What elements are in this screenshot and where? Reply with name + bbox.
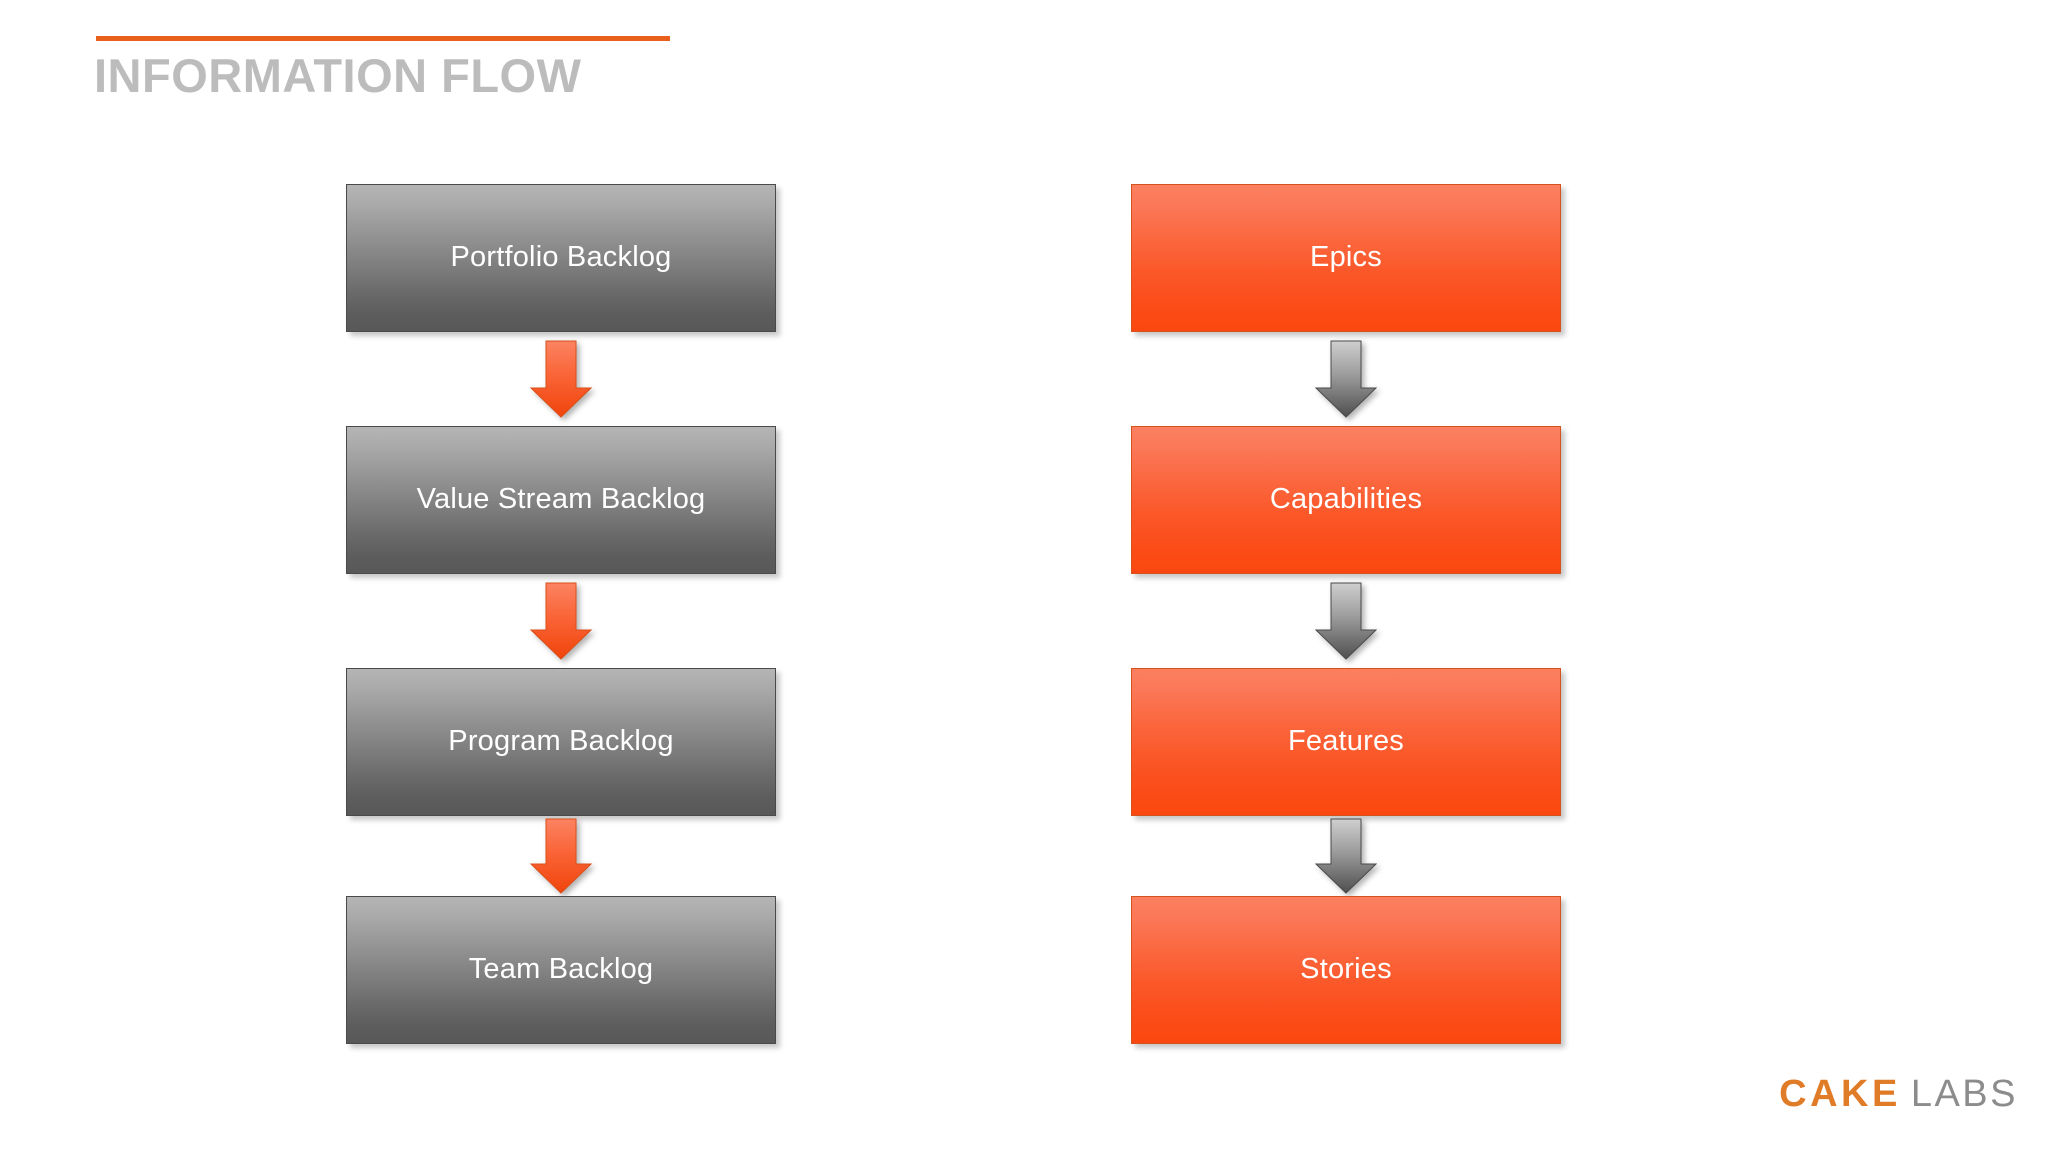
flow-box-label: Stories (1300, 953, 1392, 986)
flow-box-label: Features (1287, 725, 1405, 758)
flow-box-epics[interactable]: Epics (1131, 184, 1561, 332)
flow-box-value-stream-backlog[interactable]: Value Stream Backlog (346, 426, 776, 574)
logo-secondary-text: LABS (1910, 1073, 2018, 1115)
flow-box-program-backlog[interactable]: Program Backlog (346, 668, 776, 816)
flow-box-label: Program Backlog (448, 725, 674, 758)
artifact-column: Epics Capabilities (1131, 184, 1561, 1044)
flow-box-label: Capabilities (1269, 483, 1423, 516)
arrow-gap (346, 816, 776, 896)
arrow-gap (1131, 816, 1561, 896)
flow-box-label: Portfolio Backlog (450, 241, 672, 274)
arrow-gap (346, 574, 776, 668)
arrow-gap (1131, 574, 1561, 668)
flow-box-team-backlog[interactable]: Team Backlog (346, 896, 776, 1044)
arrow-gap (1131, 332, 1561, 426)
down-arrow-icon (530, 340, 592, 418)
page-title: INFORMATION FLOW (94, 49, 582, 102)
down-arrow-icon (530, 582, 592, 660)
flow-box-label: Epics (1310, 241, 1382, 274)
arrow-gap (346, 332, 776, 426)
flow-box-stories[interactable]: Stories (1131, 896, 1561, 1044)
flow-box-capabilities[interactable]: Capabilities (1131, 426, 1561, 574)
down-arrow-icon (1315, 818, 1377, 894)
flow-box-label: Team Backlog (468, 953, 654, 986)
down-arrow-icon (1315, 340, 1377, 418)
title-accent-rule (96, 36, 670, 41)
flow-box-features[interactable]: Features (1131, 668, 1561, 816)
flow-box-label: Value Stream Backlog (416, 483, 706, 516)
logo-primary-text: CAKE (1779, 1073, 1901, 1115)
backlog-column: Portfolio Backlog Value Stream Backlog (346, 184, 776, 1044)
flow-box-portfolio-backlog[interactable]: Portfolio Backlog (346, 184, 776, 332)
down-arrow-icon (1315, 582, 1377, 660)
cake-labs-logo: CAKE LABS (1779, 1073, 2018, 1116)
down-arrow-icon (530, 818, 592, 894)
